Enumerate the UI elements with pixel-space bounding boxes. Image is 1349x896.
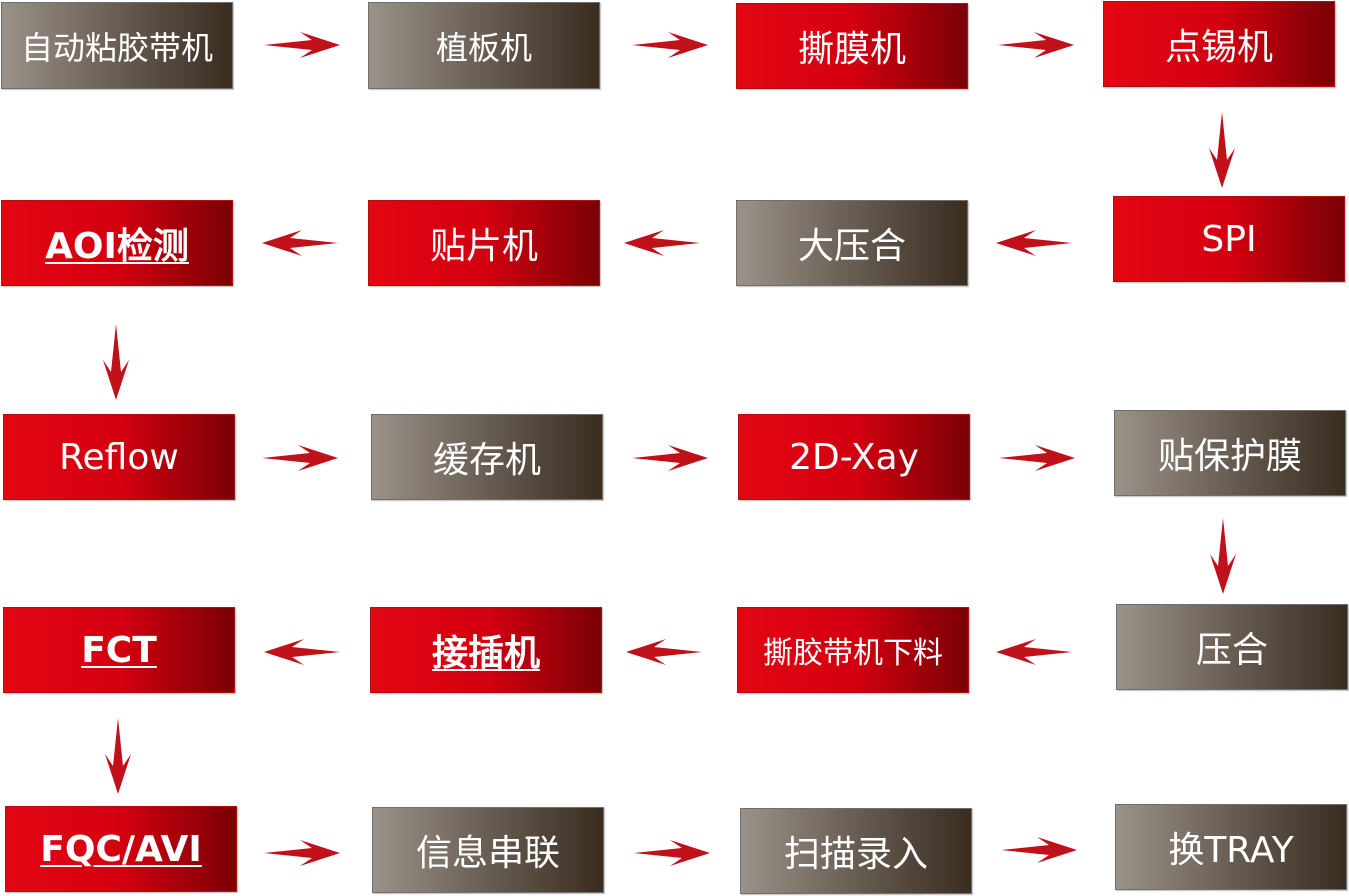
- arrow-right-2: [632, 32, 708, 58]
- node-tray-change: 换TRAY: [1115, 804, 1347, 890]
- arrow-left-5: [626, 639, 702, 665]
- arrow-right-7: [264, 840, 340, 866]
- arrow-left-1: [262, 230, 338, 256]
- node-spi: SPI: [1113, 196, 1345, 282]
- arrow-right-3: [998, 32, 1074, 58]
- node-pick-and-place-machine: 贴片机: [368, 200, 600, 286]
- arrow-left-6: [996, 639, 1072, 665]
- node-fqc-avi: FQC/AVI: [5, 806, 237, 892]
- arrow-right-1: [264, 32, 340, 58]
- arrow-right-6: [999, 445, 1075, 471]
- arrow-down-2: [103, 324, 129, 400]
- node-auto-tape-machine: 自动粘胶带机: [1, 2, 233, 89]
- arrow-right-5: [632, 445, 708, 471]
- node-buffer-machine: 缓存机: [371, 414, 603, 500]
- node-connector-machine: 接插机: [370, 607, 602, 693]
- node-fct: FCT: [3, 607, 235, 693]
- node-2d-xray: 2D-Xay: [738, 414, 970, 500]
- arrow-down-3: [1210, 518, 1236, 594]
- node-film-peeling-machine: 撕膜机: [736, 3, 968, 89]
- node-tape-peeling-unload: 撕胶带机下料: [737, 607, 969, 693]
- arrow-right-8: [634, 840, 710, 866]
- arrow-left-3: [996, 230, 1072, 256]
- node-board-planting-machine: 植板机: [368, 2, 600, 89]
- arrow-left-4: [264, 639, 340, 665]
- node-scan-entry: 扫描录入: [740, 808, 972, 894]
- arrow-left-2: [624, 230, 700, 256]
- node-protective-film: 贴保护膜: [1114, 410, 1346, 496]
- node-press: 压合: [1116, 604, 1348, 690]
- arrow-right-4: [262, 445, 338, 471]
- arrow-down-4: [105, 718, 131, 794]
- node-solder-dispensing-machine: 点锡机: [1103, 1, 1335, 87]
- node-aoi-inspection: AOI检测: [1, 200, 233, 286]
- node-info-linking: 信息串联: [372, 807, 604, 893]
- arrow-down-1: [1209, 112, 1235, 188]
- arrow-right-9: [1001, 837, 1077, 863]
- node-large-press: 大压合: [736, 200, 968, 286]
- node-reflow: Reflow: [3, 414, 235, 500]
